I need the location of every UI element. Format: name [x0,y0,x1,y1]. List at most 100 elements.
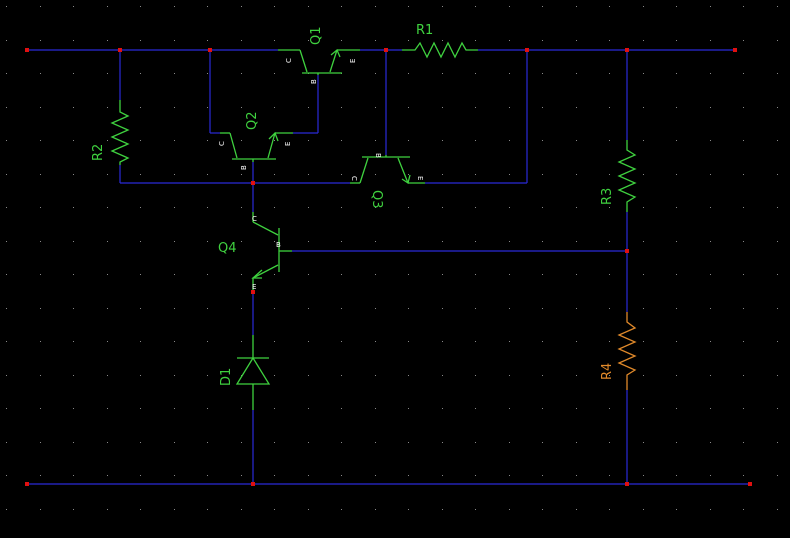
grid-dot [408,274,409,275]
grid-dot [274,174,275,175]
grid-dot [207,40,208,41]
grid-dot [308,140,309,141]
grid-dot [207,140,208,141]
grid-dot [542,509,543,510]
grid-dot [643,408,644,409]
node[interactable] [625,249,629,253]
q2-pin-c: C [218,141,226,146]
grid-dot [308,207,309,208]
r4-label: R4 [600,363,615,380]
grid-dot [442,274,443,275]
grid-dot [274,408,275,409]
grid-dot [509,73,510,74]
node[interactable] [251,181,255,185]
grid-dot [609,73,610,74]
grid-dot [676,408,677,409]
grid-dot [6,442,7,443]
grid-dot [475,475,476,476]
grid-dot [73,73,74,74]
grid-dot [676,174,677,175]
node[interactable] [251,482,255,486]
grid-dot [40,107,41,108]
resistor-r3[interactable]: R3 [600,140,637,212]
grid-dot [174,375,175,376]
transistor-q2[interactable]: C B E Q2 [218,111,293,170]
grid-dot [341,174,342,175]
grid-dot [207,274,208,275]
grid-dot [777,140,778,141]
grid-dot [576,442,577,443]
grid-dot [609,475,610,476]
transistor-q3[interactable]: C B E Q3 [350,153,425,209]
grid-dot [609,408,610,409]
grid-dot [408,73,409,74]
grid-dot [609,308,610,309]
grid-dot [174,475,175,476]
node[interactable] [625,482,629,486]
grid-dot [6,140,7,141]
grid-dot [710,341,711,342]
grid-dot [576,509,577,510]
grid-dot [777,408,778,409]
grid-dot [341,509,342,510]
r2-label: R2 [91,144,106,161]
grid-dot [509,140,510,141]
grid-dot [73,140,74,141]
grid-dot [308,475,309,476]
grid-dot [609,509,610,510]
grid-dot [73,475,74,476]
resistor-r1[interactable]: R1 [402,23,478,59]
grid-dot [743,241,744,242]
node[interactable] [625,48,629,52]
grid-dot [73,241,74,242]
grid-dot [777,475,778,476]
q3-pin-b: B [374,153,382,158]
grid-dot [241,274,242,275]
node[interactable] [733,48,737,52]
grid-dot [509,475,510,476]
grid-dot [408,6,409,7]
transistor-q1[interactable]: C B E Q1 [278,26,360,84]
r1-label: R1 [416,23,433,38]
grid-dot [6,408,7,409]
transistor-q4[interactable]: C B E Q4 [218,212,292,292]
grid-dot [442,375,443,376]
node[interactable] [25,48,29,52]
diode-d1[interactable]: D1 [219,335,271,410]
grid-dot [174,408,175,409]
node[interactable] [208,48,212,52]
grid-dot [609,442,610,443]
grid-dot [375,341,376,342]
grid-dot [207,408,208,409]
grid-dot [107,107,108,108]
grid-dot [710,40,711,41]
node[interactable] [251,290,255,294]
grid-dot [107,40,108,41]
node[interactable] [118,48,122,52]
resistor-r4[interactable]: R4 [600,312,637,390]
grid-dot [475,140,476,141]
grid-dot [341,241,342,242]
resistor-r2[interactable]: R2 [91,100,130,165]
grid-dot [408,40,409,41]
grid-dot [375,475,376,476]
grid-dot [40,308,41,309]
grid-dot [341,140,342,141]
grid-dot [308,308,309,309]
grid-dot [341,274,342,275]
node[interactable] [748,482,752,486]
grid-dot [676,207,677,208]
grid-dot [777,241,778,242]
grid-dot [509,375,510,376]
grid-dot [509,241,510,242]
grid-dot [341,107,342,108]
node[interactable] [384,48,388,52]
grid-dot [375,308,376,309]
node[interactable] [525,48,529,52]
grid-dot [609,40,610,41]
grid-dot [6,73,7,74]
grid-dot [375,241,376,242]
node[interactable] [25,482,29,486]
